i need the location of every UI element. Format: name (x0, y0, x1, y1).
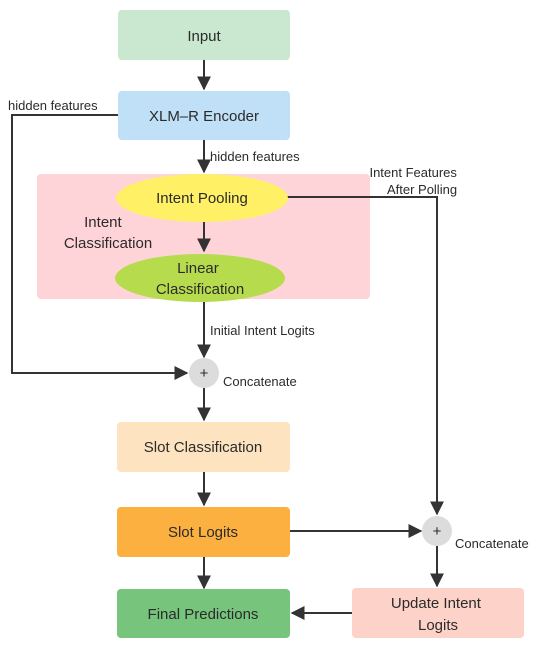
update-intent-logits-line1: Update Intent (391, 595, 482, 612)
label-intent-features-line1: Intent Features (369, 165, 457, 180)
input-node: Input (118, 10, 290, 60)
final-predictions-node: Final Predictions (117, 589, 290, 638)
linear-classification-node: Linear Classification (115, 254, 285, 302)
final-predictions-label: Final Predictions (148, 606, 259, 623)
plus-left-label: + (200, 365, 209, 382)
label-hidden-features-left: hidden features (8, 98, 98, 113)
svg-text:Linear Classification: Linear Classification (156, 260, 244, 298)
edge-encoder-skip-to-plus (11, 114, 189, 380)
label-initial-intent-logits: Initial Intent Logits (210, 323, 315, 338)
svg-text:Update Intent Logits: Update Intent Logits (391, 595, 485, 634)
slot-classification-label: Slot Classification (144, 439, 262, 456)
intent-region-label-line1: Intent (84, 214, 122, 231)
edges (11, 60, 444, 620)
slot-classification-node: Slot Classification (117, 422, 290, 472)
update-intent-logits-node: Update Intent Logits (352, 588, 524, 638)
slot-logits-node: Slot Logits (117, 507, 290, 557)
edge-pooling-features-to-plus-right (287, 196, 444, 516)
label-intent-features-line2: After Polling (387, 182, 457, 197)
label-concatenate-left: Concatenate (223, 374, 297, 389)
intent-pooling-node: Intent Pooling (116, 174, 288, 222)
intent-pooling-label: Intent Pooling (156, 190, 248, 207)
input-node-label: Input (187, 28, 221, 45)
linear-classification-label-line1: Linear (177, 260, 219, 277)
label-hidden-features-down: hidden features (210, 149, 300, 164)
slot-logits-label: Slot Logits (168, 524, 238, 541)
edge-labels: hidden features hidden features Intent F… (8, 98, 529, 551)
label-concatenate-right: Concatenate (455, 536, 529, 551)
encoder-node: XLM–R Encoder (118, 91, 290, 140)
plus-right-label: + (433, 523, 442, 540)
svg-text:Intent Features After Po: Intent Features After Polling (369, 165, 460, 197)
concatenate-left-node: + (189, 358, 219, 388)
concatenate-right-node: + (422, 516, 452, 546)
svg-text:Intent Classification: Intent Classification (64, 214, 152, 252)
linear-classification-label-line2: Classification (156, 281, 244, 298)
update-intent-logits-line2: Logits (418, 617, 458, 634)
intent-region-label-line2: Classification (64, 235, 152, 252)
encoder-node-label: XLM–R Encoder (149, 108, 259, 125)
